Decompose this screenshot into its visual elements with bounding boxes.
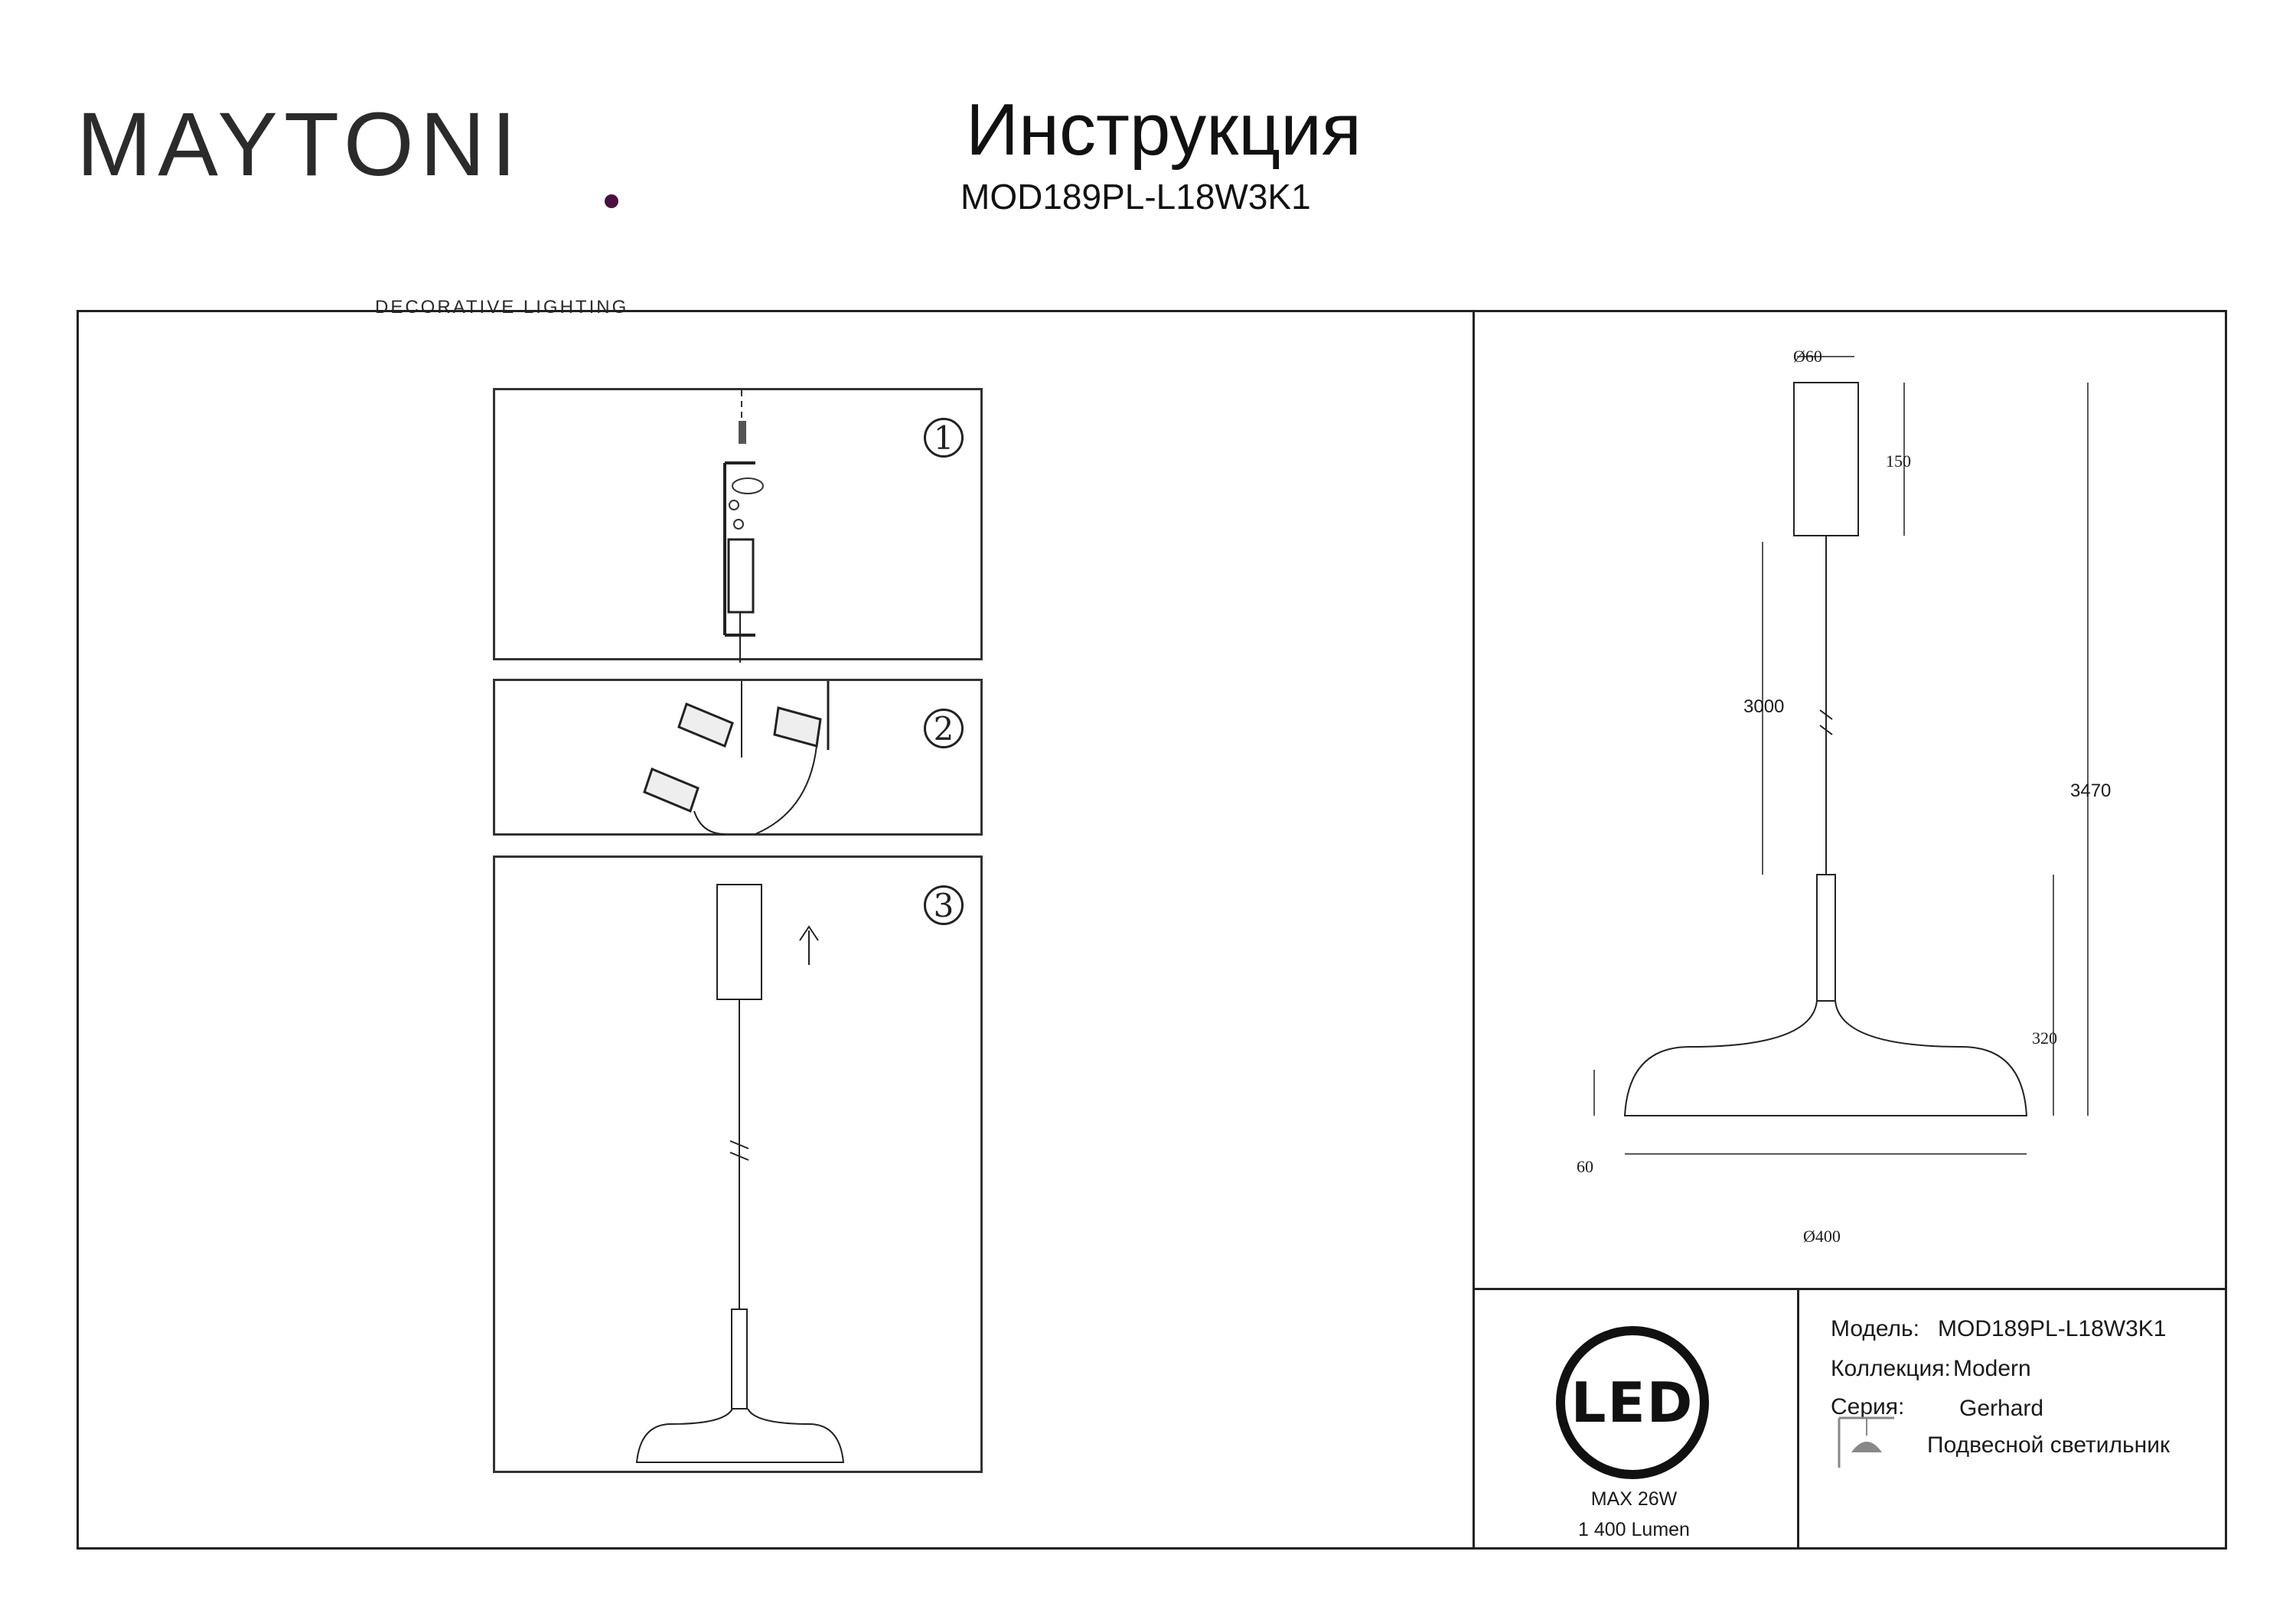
step-3-number: 3	[924, 885, 964, 925]
frame-divider-vertical	[1473, 310, 1475, 1550]
spec-model-label: Модель:	[1831, 1316, 1920, 1341]
spec-type-value: Подвесной светильник	[1927, 1432, 2170, 1458]
step-1-illustration	[723, 390, 764, 663]
dim-canopy-height: 150	[1886, 451, 1911, 471]
step-3-panel: 3	[493, 855, 983, 1473]
led-badge: LED	[1556, 1326, 1709, 1479]
instruction-frame	[77, 310, 2227, 1550]
led-power: MAX 26W	[1590, 1488, 1678, 1510]
step-2-number: 2	[924, 709, 964, 748]
arrow-up-icon	[799, 925, 819, 965]
step-2-illustration	[643, 681, 830, 835]
dim-cable-length: 3000	[1743, 696, 1785, 717]
dim-shade-height: 60	[1577, 1157, 1593, 1176]
led-lumen: 1 400 Lumen	[1578, 1519, 1690, 1540]
dim-canopy-diameter: Ø60	[1793, 347, 1822, 366]
dim-body-height: 320	[2032, 1028, 2057, 1048]
frame-divider-horizontal	[1473, 1288, 2227, 1290]
page-title: Инструкция	[966, 89, 1362, 171]
spec-collection-label: Коллекция:	[1831, 1356, 1951, 1381]
brand-name: MAYTONI	[77, 94, 523, 195]
logo-dot-icon	[605, 194, 618, 208]
dimension-drawing	[1593, 356, 2089, 1155]
brand-tagline: DECORATIVE LIGHTING	[375, 297, 629, 318]
step-3-illustration	[635, 884, 845, 1463]
pendant-lamp-icon	[1838, 1416, 1894, 1468]
step-1-number: 1	[924, 418, 964, 458]
spec-model-value: MOD189PL-L18W3K1	[1938, 1316, 2167, 1341]
spec-collection-value: Modern	[1953, 1356, 2031, 1381]
spec-series-label: Серия:	[1831, 1394, 1905, 1419]
dim-total-height: 3470	[2070, 781, 2112, 801]
dim-shade-diameter: Ø400	[1803, 1227, 1841, 1246]
model-code-heading: MOD189PL-L18W3K1	[960, 177, 1311, 217]
spec-series-value: Gerhard	[1959, 1396, 2044, 1421]
step-1-panel: 1	[493, 388, 983, 663]
spec-divider-vertical	[1797, 1288, 1799, 1550]
step-2-panel: 2	[493, 679, 983, 836]
brand-logo: MAYTONI DECORATIVE LIGHTING	[77, 94, 626, 318]
